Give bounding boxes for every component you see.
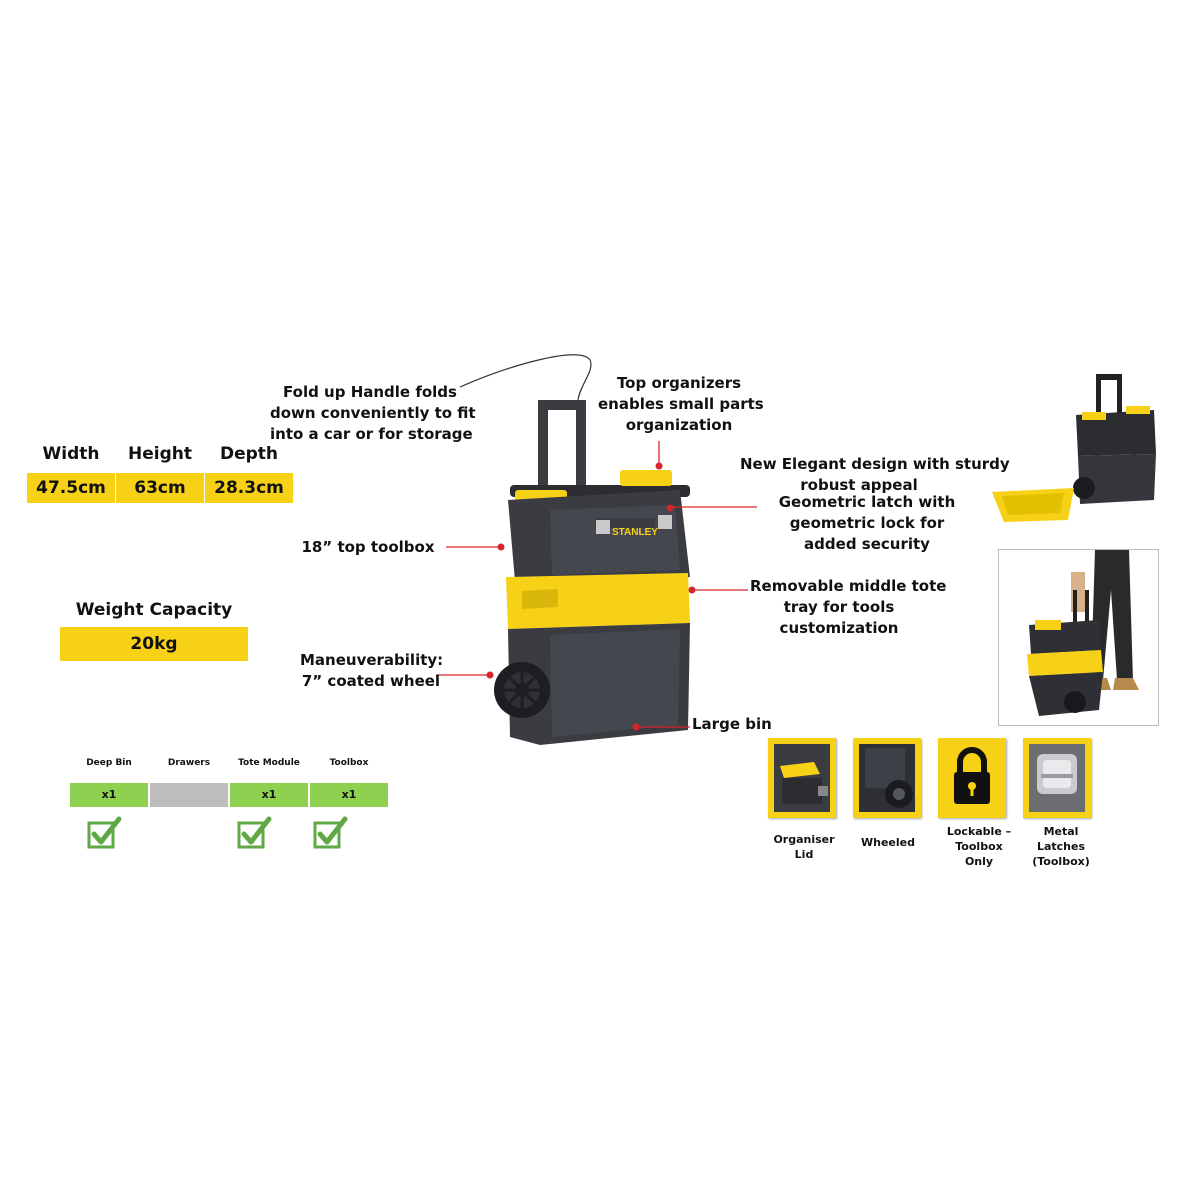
organiser-lid-icon	[774, 744, 830, 812]
callout-line: Geometric latch with	[778, 493, 956, 511]
callout-line: geometric lock for	[789, 514, 945, 532]
callout-large-bin: Large bin	[692, 714, 772, 735]
feature-label-line: Toolbox	[955, 840, 1003, 853]
product-image-toolbox: STANLEY	[459, 354, 696, 745]
feature-label-line: Wheeled	[861, 836, 915, 849]
callout-elegant-design: New Elegant design with sturdy robust ap…	[740, 454, 1010, 496]
module-count-toolbox: x1	[310, 783, 388, 807]
padlock-icon	[954, 747, 990, 804]
width-header: Width	[42, 444, 100, 464]
callout-line: New Elegant design with sturdy	[740, 455, 1010, 473]
callout-line: tray for tools	[783, 598, 895, 616]
callout-geometric-latch: Geometric latch with geometric lock for …	[776, 492, 958, 555]
feature-label-line: Lockable –	[946, 825, 1012, 838]
wheel-icon	[859, 744, 915, 812]
callout-removable-tote: Removable middle tote tray for tools cus…	[750, 576, 947, 639]
feature-label-line: Only	[964, 855, 994, 868]
checkbox-checked-icon	[237, 816, 272, 849]
feature-label-line: Organiser	[773, 833, 835, 846]
feature-organiser-lid	[768, 738, 836, 818]
width-value: 47.5cm	[27, 473, 115, 503]
callout-line: Removable middle tote	[750, 577, 947, 595]
feature-metal-latches	[1023, 738, 1091, 818]
module-count-deep-bin: x1	[70, 783, 148, 807]
callout-fold-handle: Fold up Handle folds down conveniently t…	[270, 382, 476, 445]
depth-value: 28.3cm	[205, 473, 293, 503]
callout-top-toolbox: 18” top toolbox	[300, 537, 436, 558]
module-count-tote: x1	[230, 783, 308, 807]
feature-label-lockable: Lockable – Toolbox Only	[936, 824, 1022, 869]
feature-label-line: Latches	[1036, 840, 1086, 853]
callout-line: Large bin	[692, 715, 772, 733]
depth-header: Depth	[219, 444, 279, 464]
height-value: 63cm	[116, 473, 204, 503]
brand-logo: STANLEY	[612, 527, 658, 538]
callout-line: down conveniently to fit	[270, 404, 476, 422]
callout-line: Top organizers	[616, 374, 742, 392]
callout-line: Maneuverability:	[300, 651, 444, 669]
module-header-toolbox: Toolbox	[329, 758, 369, 768]
feature-label-line: Lid	[794, 848, 814, 861]
feature-label-metal-latches: Metal Latches (Toolbox)	[1018, 824, 1104, 869]
checkbox-checked-icon	[313, 816, 348, 849]
product-image-in-use	[998, 549, 1159, 726]
product-image-tote-removed	[992, 374, 1156, 522]
feature-label-line: Metal	[1043, 825, 1079, 838]
callout-line: 18” top toolbox	[301, 538, 435, 556]
feature-wheeled	[853, 738, 921, 818]
callout-top-organizers: Top organizers enables small parts organ…	[598, 373, 764, 436]
weight-capacity-title: Weight Capacity	[75, 600, 233, 620]
module-header-deep-bin: Deep Bin	[86, 758, 132, 768]
callout-line: customization	[779, 619, 899, 637]
callout-line: robust appeal	[800, 476, 918, 494]
callout-line: added security	[804, 535, 930, 553]
weight-capacity-value: 20kg	[60, 627, 248, 661]
person-pulling-toolbox-icon	[1027, 550, 1139, 716]
callout-line: organization	[625, 416, 733, 434]
callout-line: Fold up Handle folds	[283, 383, 457, 401]
feature-label-line: (Toolbox)	[1032, 855, 1090, 868]
callout-maneuverability: Maneuverability: 7” coated wheel	[300, 650, 444, 692]
metal-latch-icon	[1029, 744, 1085, 812]
feature-label-wheeled: Wheeled	[845, 835, 931, 850]
feature-label-organiser-lid: Organiser Lid	[761, 832, 847, 862]
callout-line: into a car or for storage	[270, 425, 473, 443]
height-header: Height	[128, 444, 192, 464]
module-header-tote: Tote Module	[238, 758, 300, 768]
module-count-drawers	[150, 783, 228, 807]
checkbox-checked-icon	[87, 816, 122, 849]
module-header-drawers: Drawers	[167, 758, 211, 768]
callout-line: enables small parts	[598, 395, 764, 413]
feature-lockable	[938, 738, 1006, 818]
callout-line: 7” coated wheel	[301, 672, 441, 690]
